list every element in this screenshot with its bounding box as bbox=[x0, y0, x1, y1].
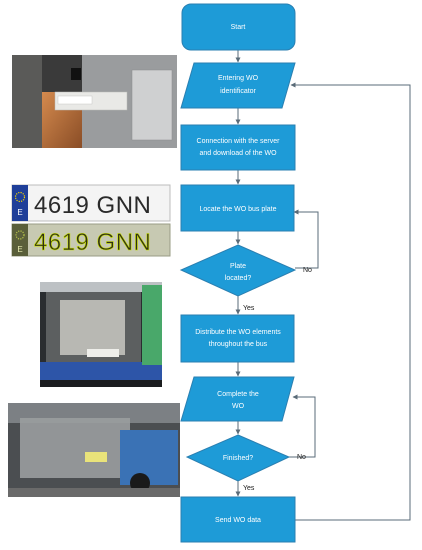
svg-text:Finished?: Finished? bbox=[223, 455, 253, 462]
bus-side-photo bbox=[8, 403, 180, 497]
node-distribute-line1: Distribute the WO elements bbox=[195, 329, 281, 336]
edge-label-plate-yes: Yes bbox=[243, 305, 255, 312]
node-connect-server: Connection with the server and download … bbox=[180, 124, 296, 171]
edge-label-finished-no: No bbox=[297, 454, 306, 461]
decision-plate-line2: located? bbox=[225, 275, 252, 282]
decision-plate-located: Plate located? bbox=[179, 244, 297, 297]
arrow-finished-no-loop bbox=[289, 394, 316, 458]
ar-headset-view-photo bbox=[12, 55, 177, 148]
node-distribute-line2: throughout the bus bbox=[209, 341, 268, 348]
license-plate-photo: E 4619 GNN bbox=[11, 184, 171, 222]
node-complete-line1: Complete the bbox=[217, 391, 259, 398]
node-enter-wo-line2: identificator bbox=[220, 88, 256, 95]
edge-label-plate-no: No bbox=[303, 267, 312, 274]
plate-number-text: 4619 GNN bbox=[34, 192, 151, 219]
plate-number-text: 4619 GNN bbox=[34, 229, 151, 256]
node-connect-line2: and download of the WO bbox=[199, 150, 277, 157]
svg-text:Locate the WO bus plate: Locate the WO bus plate bbox=[199, 206, 276, 213]
node-complete-line2: WO bbox=[232, 403, 245, 410]
plate-detection-photo: E 4619 GNN bbox=[11, 223, 171, 257]
plate-country-code: E bbox=[17, 245, 22, 254]
node-distribute: Distribute the WO elements throughout th… bbox=[180, 314, 295, 363]
decision-finished: Finished? bbox=[185, 434, 291, 482]
svg-text:Start: Start bbox=[231, 24, 246, 31]
node-enter-wo: Entering WO identificator bbox=[180, 62, 296, 109]
node-enter-wo-line1: Entering WO bbox=[218, 75, 259, 82]
node-complete-wo: Complete the WO bbox=[180, 376, 295, 422]
node-connect-line1: Connection with the server bbox=[197, 138, 281, 145]
plate-country-code: E bbox=[17, 208, 22, 217]
edge-label-finished-yes: Yes bbox=[243, 485, 255, 492]
arrow-send-return-loop bbox=[290, 82, 411, 521]
bus-rear-photo bbox=[40, 282, 162, 387]
node-locate-plate: Locate the WO bus plate bbox=[180, 184, 295, 232]
node-start: Start bbox=[181, 3, 296, 51]
decision-plate-line1: Plate bbox=[230, 263, 246, 270]
arrow-plate-no-loop bbox=[293, 209, 319, 269]
connectors bbox=[235, 50, 411, 521]
svg-text:Send WO data: Send WO data bbox=[215, 517, 261, 524]
node-send-data: Send WO data bbox=[180, 496, 296, 543]
